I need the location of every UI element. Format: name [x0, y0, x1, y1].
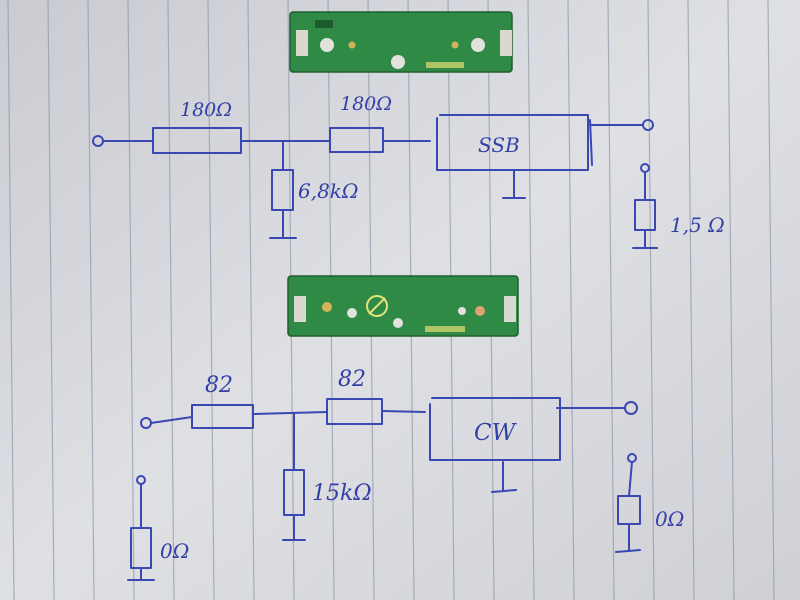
cw-label-block: CW: [474, 420, 518, 446]
ssb-label-r1: 180Ω: [180, 99, 232, 121]
cw-label-shunt: 15kΩ: [312, 481, 372, 506]
cw-label-input-shunt: 0Ω: [160, 539, 189, 563]
cw-schematic: 82 82 15kΩ CW 0Ω 0Ω: [127, 367, 684, 581]
cw-resistor-1: [191, 404, 254, 429]
ssb-block-outline: [436, 114, 589, 171]
ssb-label-block: SSB: [478, 133, 520, 157]
ssb-label-shunt: 6,8kΩ: [298, 179, 359, 203]
pcb-board-top: [289, 11, 513, 73]
cw-label-r1: 82: [205, 373, 233, 398]
ssb-schematic: 180Ω 180Ω 6,8kΩ SSB 1,5 Ω: [92, 93, 725, 249]
ssb-label-output-shunt: 1,5 Ω: [670, 213, 725, 237]
cw-block-outline: [429, 397, 561, 461]
cw-label-output-shunt: 0Ω: [655, 507, 684, 531]
pcb-board-bottom: [287, 275, 519, 337]
cw-label-r2: 82: [338, 367, 366, 392]
ssb-label-r2: 180Ω: [340, 93, 392, 115]
